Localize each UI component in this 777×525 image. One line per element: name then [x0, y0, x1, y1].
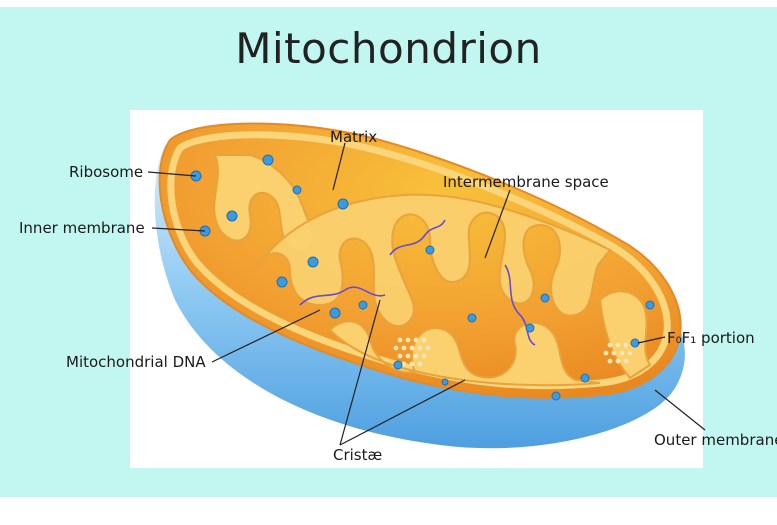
label-inner-membrane: Inner membrane	[19, 219, 145, 237]
label-matrix: Matrix	[330, 128, 377, 146]
label-intermembrane-space: Intermembrane space	[443, 173, 609, 191]
label-cristae: Cristæ	[333, 446, 382, 464]
label-outer-membrane: Outer membrane	[654, 431, 777, 449]
label-ribosome: Ribosome	[69, 163, 143, 181]
label-f0f1-portion: F₀F₁ portion	[667, 329, 755, 347]
label-mitochondrial-dna: Mitochondrial DNA	[66, 353, 206, 371]
